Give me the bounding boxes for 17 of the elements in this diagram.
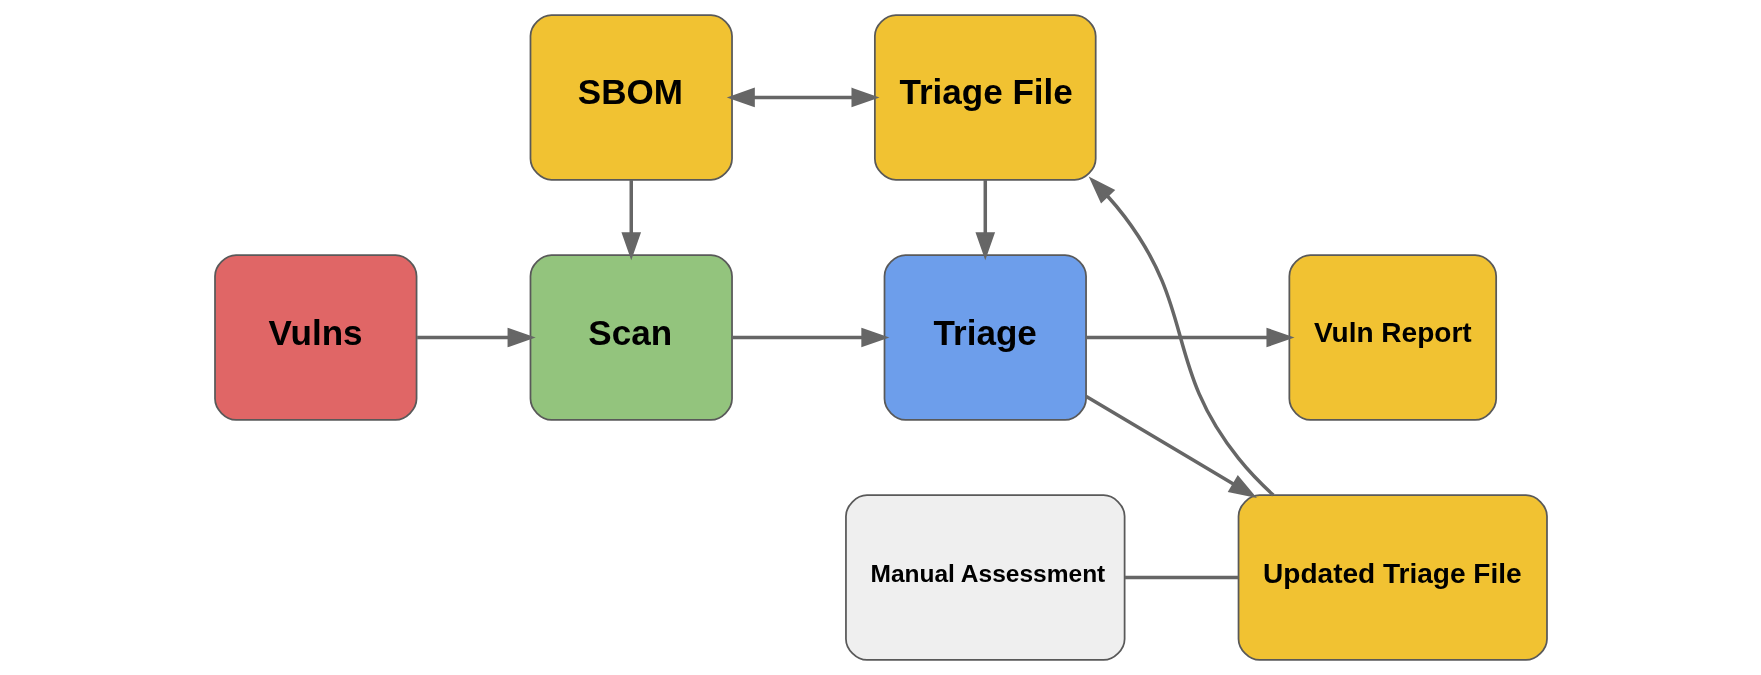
arrow bbox=[416, 327, 536, 348]
node-box: SBOM bbox=[529, 14, 733, 181]
node-box: Scan bbox=[529, 254, 733, 421]
node-box: Vulns bbox=[213, 254, 417, 421]
arrow bbox=[726, 87, 880, 108]
node-box: Manual Assessment bbox=[844, 494, 1125, 661]
arrow bbox=[620, 179, 641, 261]
arrow bbox=[731, 327, 889, 348]
connector bbox=[1124, 575, 1238, 580]
arrow bbox=[974, 179, 995, 261]
node-box: Vuln Report bbox=[1288, 254, 1497, 421]
node-box: Triage File bbox=[873, 14, 1097, 181]
arrow bbox=[1088, 176, 1274, 497]
arrow bbox=[1084, 395, 1257, 498]
node-box: Updated Triage File bbox=[1237, 494, 1548, 661]
node-box: Triage bbox=[883, 254, 1087, 421]
arrow bbox=[1085, 327, 1295, 348]
